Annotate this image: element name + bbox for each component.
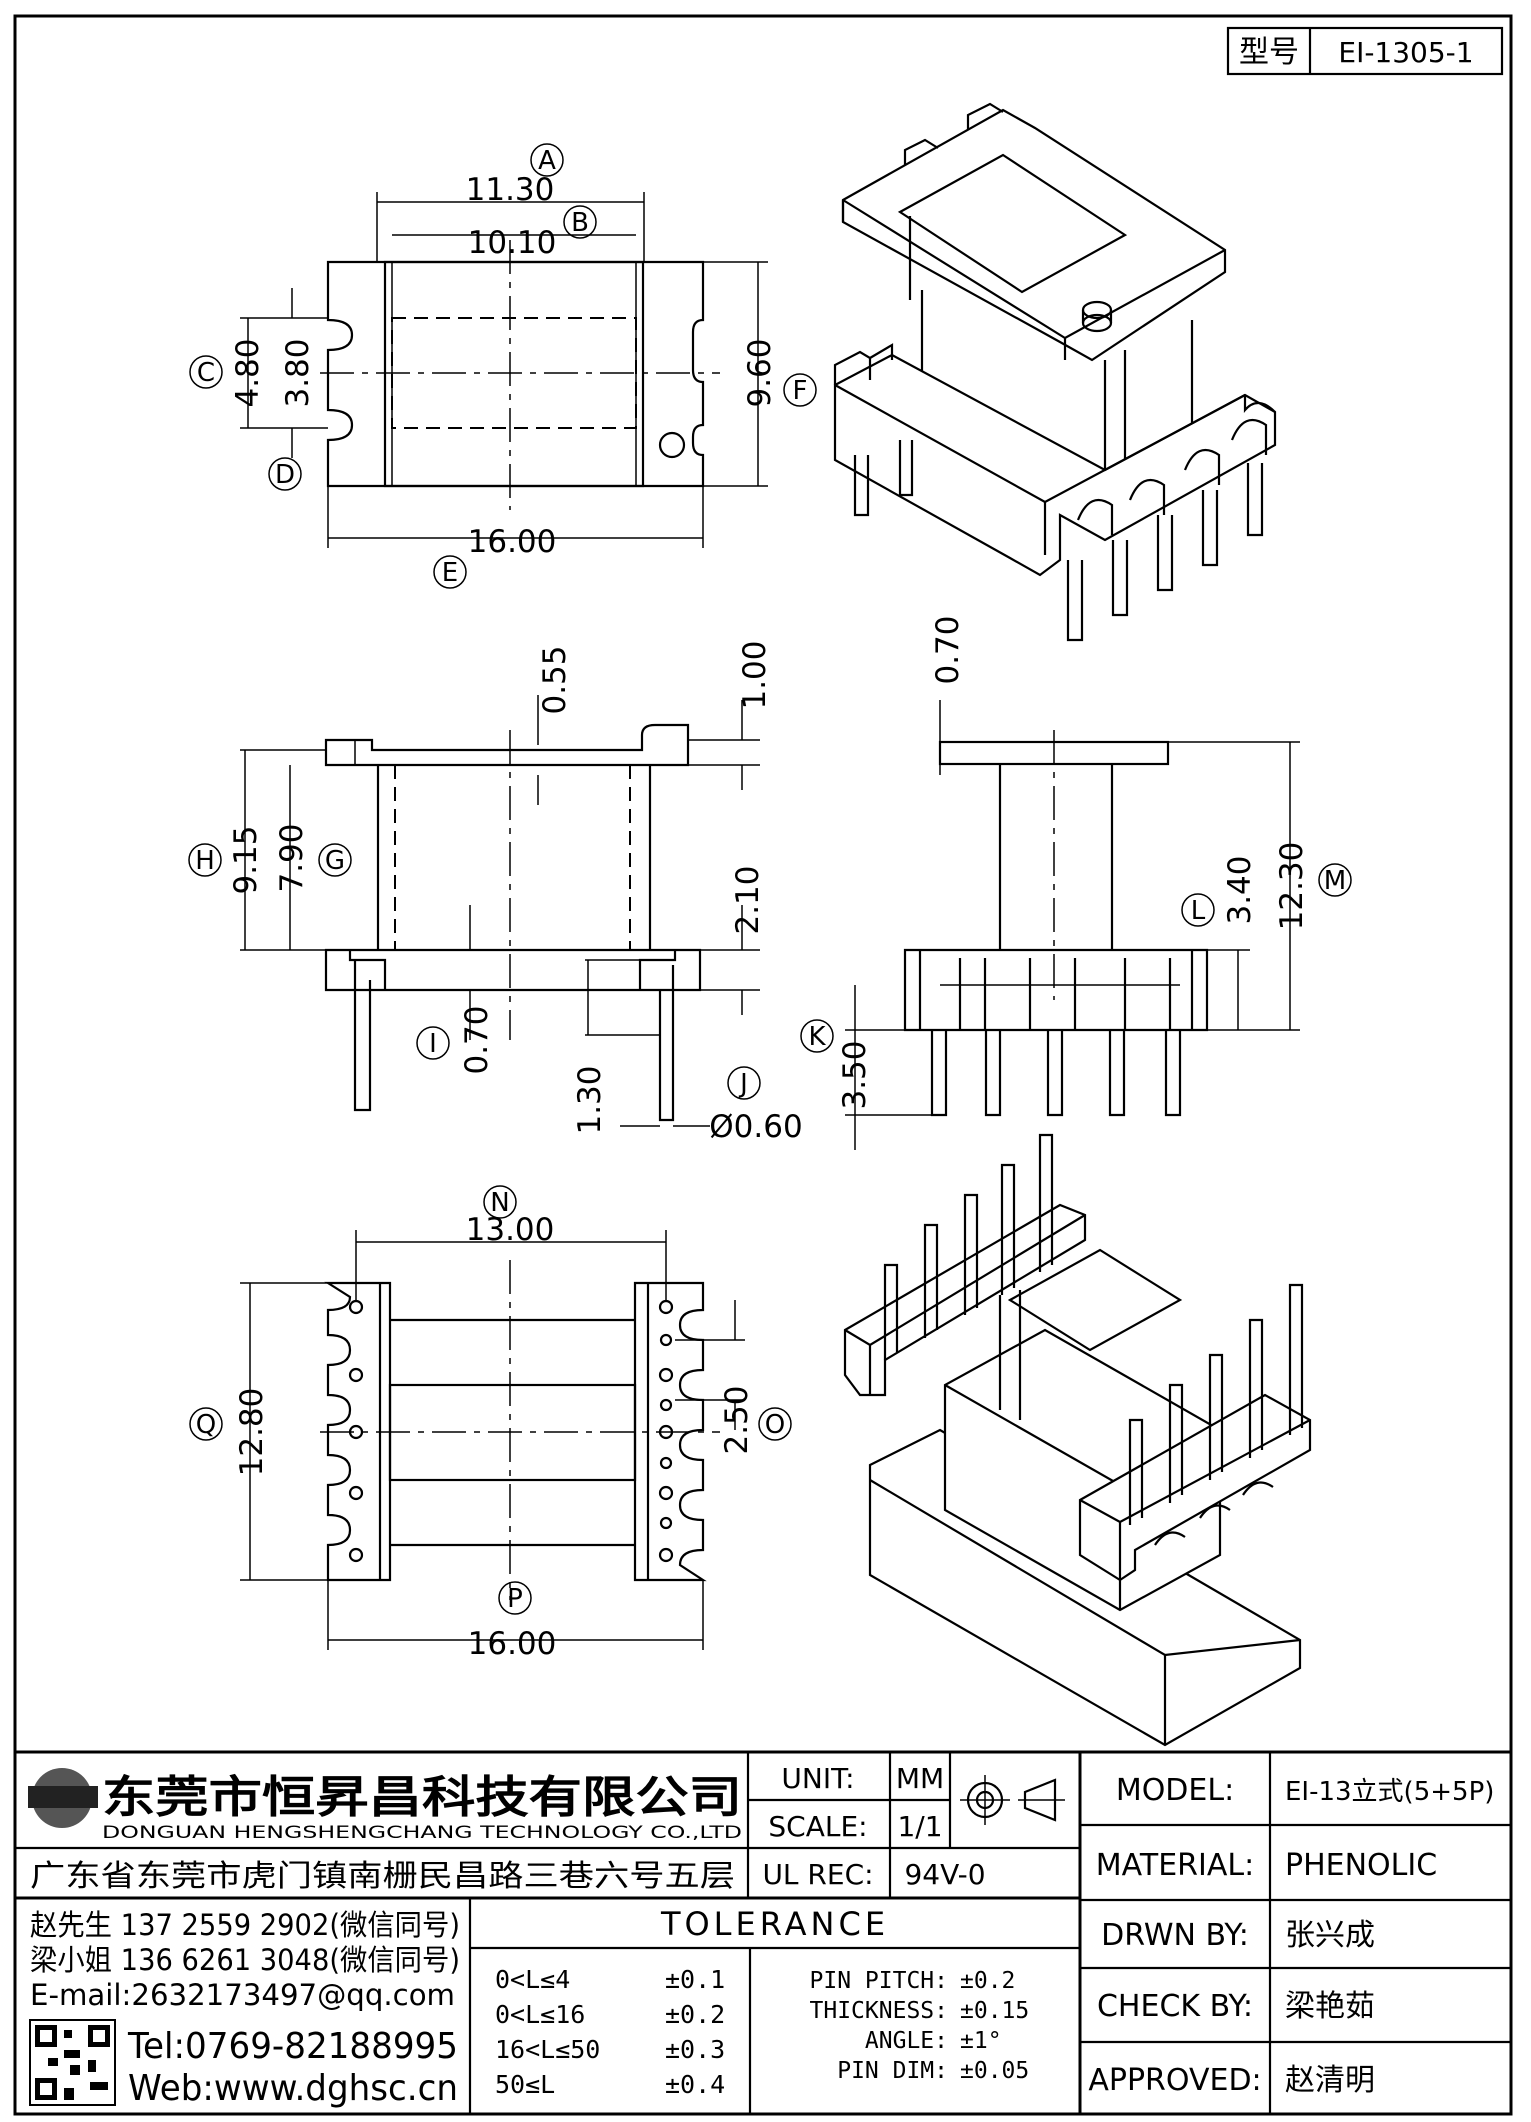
tolerance-title: TOLERANCE	[660, 1905, 889, 1943]
dim-J-label: J	[738, 1069, 748, 1099]
tol-value-0: ±0.1	[665, 1965, 725, 1994]
tol-range-3: 50≤L	[495, 2070, 555, 2099]
scale-value: 1/1	[897, 1810, 942, 1843]
drwn-label: DRWN BY:	[1101, 1918, 1249, 1953]
model-label: MODEL:	[1116, 1773, 1234, 1808]
dim-D-label: D	[275, 460, 295, 490]
dim-H-label: H	[195, 846, 215, 876]
side-view: 0.70 12.30 M 3.40 L 3.50 K	[800, 615, 1352, 1150]
dim-P-value: 16.00	[468, 1626, 557, 1662]
dim-O-value: 2.50	[719, 1385, 755, 1454]
dim-base-h-value: 2.10	[730, 865, 766, 934]
dim-C-value: 4.80	[230, 338, 266, 407]
unit-label: UNIT:	[781, 1762, 854, 1795]
ulrec-label: UL REC:	[762, 1858, 873, 1891]
front-view: 0.55 1.00 9.15 H 7.90 G 2.10 0.70 I 1.30…	[188, 640, 803, 1145]
company-name-en: DONGUAN HENGSHENGCHANG TECHNOLOGY CO.,LT…	[102, 1823, 742, 1843]
isometric-view-bottom	[843, 1133, 1312, 1747]
dim-B-value: 10.10	[468, 225, 557, 261]
dim-C-label: C	[197, 358, 215, 388]
scale-label: SCALE:	[768, 1810, 867, 1843]
pin-label-2: ANGLE:	[865, 2028, 948, 2054]
pin-value-1: ±0.15	[960, 1998, 1029, 2024]
dim-A-value: 11.30	[466, 172, 555, 208]
approved-value: 赵清明	[1285, 2063, 1375, 2098]
dim-M-value: 12.30	[1274, 842, 1310, 931]
dim-F-label: F	[793, 376, 808, 406]
unit-value: MM	[896, 1762, 944, 1795]
check-value: 梁艳茹	[1285, 1989, 1375, 2024]
dim-M-label: M	[1324, 866, 1346, 896]
dim-F-value: 9.60	[742, 338, 778, 407]
dim-D-value: 3.80	[280, 338, 316, 407]
contact-web: Web:www.dghsc.cn	[128, 2068, 458, 2109]
contact-1: 赵先生 137 2559 2902(微信同号)	[30, 1908, 460, 1942]
material-label: MATERIAL:	[1096, 1848, 1254, 1883]
pin-value-0: ±0.2	[960, 1968, 1015, 1994]
ulrec-value: 94V-0	[904, 1858, 985, 1891]
check-label: CHECK BY:	[1097, 1989, 1253, 2024]
dim-Q-label: Q	[196, 1410, 216, 1440]
isometric-view-top	[833, 102, 1277, 642]
approved-label: APPROVED:	[1088, 2063, 1261, 2098]
tol-range-0: 0<L≤4	[495, 1965, 570, 1994]
tol-range-1: 0<L≤16	[495, 2000, 585, 2029]
dim-O-label: O	[765, 1410, 785, 1440]
dim-A-label: A	[538, 146, 556, 176]
outer-frame	[13, 14, 1513, 2116]
dim-Q-value: 12.80	[234, 1388, 270, 1477]
company-address: 广东省东莞市虎门镇南栅民昌路三巷六号五层	[30, 1859, 735, 1894]
dim-E-value: 16.00	[468, 524, 557, 560]
contact-tel: Tel:0769-82188995	[127, 2026, 458, 2067]
dim-G-value: 7.90	[274, 823, 310, 892]
contact-2: 梁小姐 136 6261 3048(微信同号)	[30, 1943, 460, 1977]
qr-code-icon	[29, 2019, 116, 2106]
drwn-value: 张兴成	[1285, 1918, 1375, 1953]
dim-J-value: Ø0.60	[709, 1109, 802, 1145]
contact-email: E-mail:2632173497@qq.com	[30, 1978, 455, 2012]
tol-value-2: ±0.3	[665, 2035, 725, 2064]
dim-E-label: E	[442, 558, 458, 588]
part-number-label: 型号	[1239, 35, 1299, 70]
dim-K-value: 3.50	[837, 1040, 873, 1109]
projection-symbol-icon	[960, 1775, 1065, 1825]
dim-N-value: 13.00	[466, 1212, 555, 1248]
top-view: 11.30 A 10.10 B 4.80 C 3.80 D 16.00 E 9.…	[189, 143, 817, 589]
tol-range-2: 16<L≤50	[495, 2035, 600, 2064]
dim-B-label: B	[571, 208, 589, 238]
model-value: EI-13立式(5+5P)	[1285, 1777, 1494, 1807]
part-number-box: 型号 EI-1305-1	[1226, 26, 1504, 76]
title-block: 东莞市恒昇昌科技有限公司 DONGUAN HENGSHENGCHANG TECH…	[15, 1750, 1511, 2114]
dim-top-flange-value: 0.55	[537, 645, 573, 714]
dim-top-step-value: 1.00	[737, 640, 773, 709]
dim-pin-step-value: 1.30	[572, 1065, 608, 1134]
dim-side-flange-value: 0.70	[930, 615, 966, 684]
bottom-view: 13.00 N 12.80 Q 2.50 O 16.00 P	[189, 1185, 792, 1662]
dim-K-label: K	[808, 1022, 826, 1052]
part-number-value: EI-1305-1	[1338, 36, 1473, 69]
dim-L-label: L	[1191, 896, 1206, 926]
dim-I-label: I	[429, 1029, 437, 1059]
pin-value-3: ±0.05	[960, 2058, 1029, 2084]
dim-G-label: G	[325, 846, 345, 876]
pin-label-3: PIN DIM:	[837, 2058, 948, 2084]
dim-P-label: P	[507, 1584, 523, 1614]
material-value: PHENOLIC	[1285, 1848, 1437, 1883]
pin-label-0: PIN PITCH:	[810, 1968, 948, 1994]
tol-value-3: ±0.4	[665, 2070, 725, 2099]
pin-label-1: THICKNESS:	[810, 1998, 948, 2024]
dim-N-label: N	[490, 1188, 509, 1218]
tol-value-1: ±0.2	[665, 2000, 725, 2029]
dim-L-value: 3.40	[1222, 855, 1258, 924]
company-logo	[28, 1768, 98, 1828]
dim-I-value: 0.70	[459, 1005, 495, 1074]
company-name-cn: 东莞市恒昇昌科技有限公司	[102, 1772, 742, 1823]
dim-H-value: 9.15	[228, 825, 264, 894]
pin-value-2: ±1°	[960, 2028, 1002, 2054]
